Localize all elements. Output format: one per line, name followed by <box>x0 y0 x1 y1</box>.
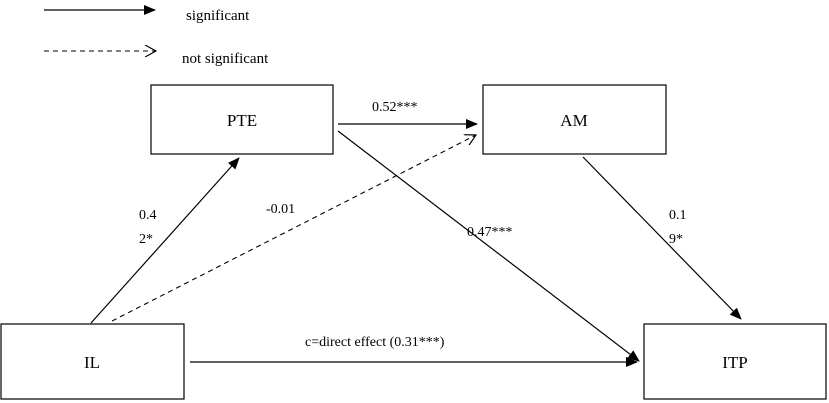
node-itp-box <box>643 323 827 400</box>
edge-il-pte <box>90 157 240 324</box>
edge-am-itp <box>582 156 742 320</box>
node-itp-label: ITP <box>722 353 748 372</box>
node-il-box <box>0 323 185 400</box>
edge-pte-itp <box>337 130 640 362</box>
edge-il-pte-label-line2: 2* <box>139 232 153 247</box>
legend-significant-label: significant <box>186 8 250 24</box>
node-am: AM <box>482 84 667 155</box>
edge-il-itp-label: c=direct effect (0.31***) <box>305 335 445 350</box>
node-am-label: AM <box>560 111 587 130</box>
legend-not-significant-label: not significant <box>182 51 269 67</box>
node-pte-box <box>150 84 334 155</box>
legend: significant not significant <box>44 5 269 67</box>
edge-am-itp-label-line1: 0.1 <box>669 208 687 223</box>
edge-il-am-label: -0.01 <box>266 202 295 217</box>
node-il: IL <box>0 323 185 400</box>
node-itp: ITP <box>643 323 827 400</box>
edge-il-pte-label-line1: 0.4 <box>139 208 157 223</box>
edge-pte-am-label: 0.52*** <box>372 100 418 115</box>
edge-il-am <box>111 135 476 322</box>
node-il-label: IL <box>84 353 100 372</box>
edge-pte-itp-label: 0.47*** <box>467 225 513 240</box>
node-am-box <box>482 84 667 155</box>
node-pte: PTE <box>150 84 334 155</box>
edge-am-itp-label-line2: 9* <box>669 232 683 247</box>
node-pte-label: PTE <box>227 111 257 130</box>
